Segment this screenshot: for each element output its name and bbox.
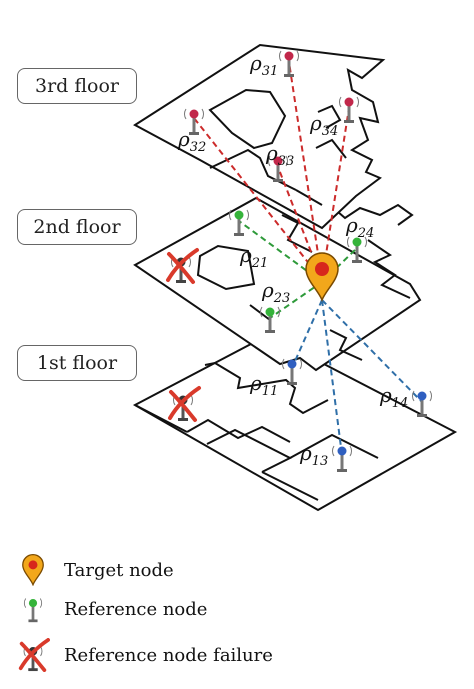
target-node-icon	[305, 252, 339, 303]
floor-2-plan	[133, 196, 422, 372]
floor-plan-diagram: ρ31 ρ32 ρ33 ρ34 ρ21 ρ23 ρ24 ρ11 ρ13 ρ14	[132, 43, 458, 512]
floor-2-links	[238, 220, 358, 319]
legend-item-reference: Reference node	[16, 592, 456, 626]
legend-target-label: Target node	[64, 559, 174, 581]
rho-24-label: ρ24	[345, 213, 374, 241]
rho-11-label: ρ11	[249, 371, 278, 399]
crossed-antenna-icon	[16, 638, 50, 672]
rho-21-label: ρ21	[239, 243, 268, 271]
rho-32-label: ρ32	[177, 127, 206, 155]
antenna-icon	[16, 592, 50, 626]
legend-item-failure: Reference node failure	[16, 638, 456, 672]
legend-failure-label: Reference node failure	[64, 644, 273, 666]
floor-3-plan	[133, 43, 386, 230]
rho-13-label: ρ13	[299, 441, 328, 469]
rho-23-label: ρ23	[261, 278, 290, 306]
legend-reference-label: Reference node	[64, 598, 208, 620]
floor-1-links	[291, 299, 423, 456]
floor-label-3rd: 3rd floor	[17, 68, 137, 104]
rho-14-label: ρ14	[379, 383, 408, 411]
floor-label-2nd: 2nd floor	[17, 209, 137, 245]
rho-34-label: ρ34	[309, 111, 338, 139]
rho-33-label: ρ33	[265, 141, 294, 169]
floor-label-1st: 1st floor	[17, 345, 137, 381]
legend-item-target: Target node	[16, 553, 456, 587]
map-pin-icon	[16, 553, 50, 587]
floor-1-plan	[132, 333, 458, 512]
rho-31-label: ρ31	[249, 51, 278, 79]
